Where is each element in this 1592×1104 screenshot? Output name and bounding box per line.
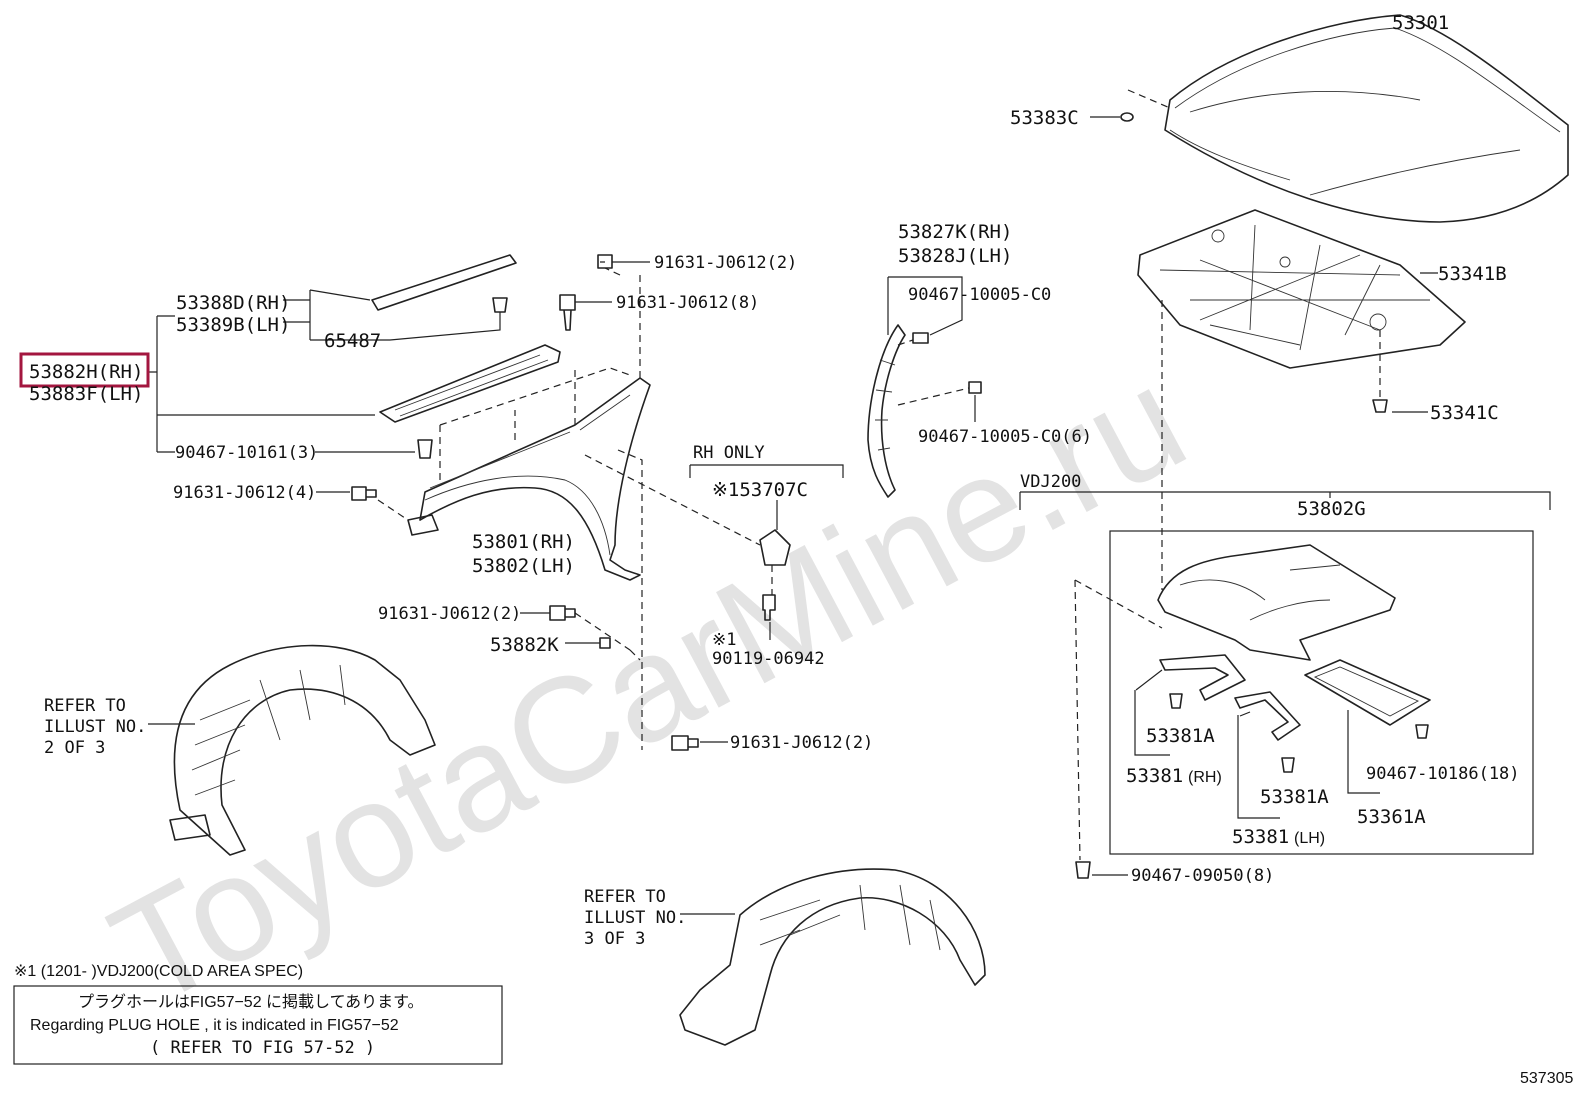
label-bracket-53882k[interactable]: 53882K xyxy=(490,634,559,656)
bracket-53882k-shape xyxy=(599,637,611,649)
seal-53361a-shape xyxy=(1304,659,1431,726)
fender-seal-53882h-drawing xyxy=(379,344,561,423)
info-line-jp: プラグホールはFIG57−52 に掲載してあります。 xyxy=(78,993,424,1011)
label-seal-53381a-b[interactable]: 53381A xyxy=(1260,786,1329,808)
fender-liner-3-drawing xyxy=(679,868,986,1046)
clip-90467-10186-shape xyxy=(1415,724,1429,739)
highlight-box xyxy=(19,352,150,388)
insulator-clip-shape xyxy=(1372,399,1388,413)
bolt-shape-8 xyxy=(559,294,576,331)
label-seal-53381-rh[interactable]: 53381 xyxy=(1126,765,1183,787)
label-bracket-53707c[interactable]: ※153707C xyxy=(712,479,808,501)
label-hood[interactable]: 53301 xyxy=(1392,12,1449,34)
refer-illust-2-line3: 2 OF 3 xyxy=(44,738,105,758)
fender-drawing xyxy=(407,377,651,581)
hood-cushion-shape xyxy=(1120,112,1134,122)
refer-illust-2-line1: REFER TO xyxy=(44,696,126,716)
label-screw-90119[interactable]: 90119-06942 xyxy=(712,649,825,669)
label-clip-90467-10161[interactable]: 90467-10161(3) xyxy=(175,443,318,463)
label-clip-90467-10186[interactable]: 90467-10186(18) xyxy=(1366,764,1520,784)
label-clip-90467-10005-c0[interactable]: 90467-10005-C0 xyxy=(908,285,1051,305)
label-bolt-low[interactable]: 91631-J0612(2) xyxy=(730,733,873,753)
label-bolt-8[interactable]: 91631-J0612(8) xyxy=(616,293,759,313)
label-vdj200: VDJ200 xyxy=(1020,472,1081,492)
clip-90467-10161-shape xyxy=(417,439,433,459)
bolt-shape-low xyxy=(671,735,699,751)
clip-shape-1 xyxy=(912,332,929,344)
refer-illust-2-line2[interactable]: ILLUST NO. xyxy=(44,717,146,737)
label-seal-53381-rh-side: (RH) xyxy=(1188,769,1222,786)
label-seal-53381-lh[interactable]: 53381 xyxy=(1232,826,1289,848)
label-fender-lh[interactable]: 53802(LH) xyxy=(472,555,575,577)
label-rh-only: RH ONLY xyxy=(693,443,765,463)
undercover-box xyxy=(1109,530,1534,855)
hood-insulator-drawing xyxy=(1137,209,1466,369)
figure-number: 537305 xyxy=(1520,1070,1573,1087)
clip-shape-2 xyxy=(968,381,982,394)
label-hood-insulator[interactable]: 53341B xyxy=(1438,263,1507,285)
label-seal-53381-lh-side: (LH) xyxy=(1294,830,1325,847)
clip-53381a-shape-1 xyxy=(1169,693,1183,709)
info-line-en: Regarding PLUG HOLE , it is indicated in… xyxy=(30,1017,399,1034)
label-seal-lh[interactable]: 53883F(LH) xyxy=(29,383,143,405)
label-hood-cushion[interactable]: 53383C xyxy=(1010,107,1079,129)
label-bolt-4[interactable]: 91631-J0612(4) xyxy=(173,483,316,503)
label-bolt-top[interactable]: 91631-J0612(2) xyxy=(654,253,797,273)
label-clip-90467-09050[interactable]: 90467-09050(8) xyxy=(1131,866,1274,886)
fender-seal-drawing xyxy=(867,324,906,498)
info-box xyxy=(13,985,503,1065)
bolt-shape-top xyxy=(597,254,613,269)
label-note-mark-1: ※1 xyxy=(712,630,736,650)
molding-drawing xyxy=(371,254,517,313)
label-bolt-mid[interactable]: 91631-J0612(2) xyxy=(378,604,521,624)
label-seal-53381a-a[interactable]: 53381A xyxy=(1146,725,1215,747)
bracket-53707c-shape xyxy=(759,529,791,566)
bolt-shape-4 xyxy=(351,486,377,501)
seal-53381-rh-shape xyxy=(1159,654,1246,701)
clip-53381a-shape-2 xyxy=(1281,757,1295,773)
label-seal-53361a[interactable]: 53361A xyxy=(1357,806,1426,828)
refer-illust-3-line1: REFER TO xyxy=(584,887,666,907)
clip-90467-09050-shape xyxy=(1075,861,1091,879)
spec-note: ※1 (1201- )VDJ200(COLD AREA SPEC) xyxy=(14,963,303,980)
label-undercover[interactable]: 53802G xyxy=(1297,498,1366,520)
label-molding-rh[interactable]: 53388D(RH) xyxy=(176,292,290,314)
refer-illust-3-line2[interactable]: ILLUST NO. xyxy=(584,908,686,928)
fender-liner-2-drawing xyxy=(169,644,436,856)
info-line-ref[interactable]: ( REFER TO FIG 57-52 ) xyxy=(150,1038,375,1058)
label-molding-lh[interactable]: 53389B(LH) xyxy=(176,314,290,336)
label-fender-rh[interactable]: 53801(RH) xyxy=(472,531,575,553)
label-fender-seal-lh[interactable]: 53828J(LH) xyxy=(898,245,1012,267)
label-seal-rh[interactable]: 53882H(RH) xyxy=(29,361,143,383)
undercover-drawing xyxy=(1157,544,1431,741)
bolt-shape-mid xyxy=(549,605,576,621)
label-insulator-clip[interactable]: 53341C xyxy=(1430,402,1499,424)
hood-drawing xyxy=(1164,14,1569,223)
refer-illust-3-line3: 3 OF 3 xyxy=(584,929,645,949)
seal-53381-lh-shape xyxy=(1234,691,1301,741)
label-clip-65487[interactable]: 65487 xyxy=(324,330,381,352)
label-clip-90467-10005-c0-6[interactable]: 90467-10005-C0(6) xyxy=(918,427,1092,447)
label-fender-seal-rh[interactable]: 53827K(RH) xyxy=(898,221,1012,243)
screw-90119-shape xyxy=(762,594,776,621)
